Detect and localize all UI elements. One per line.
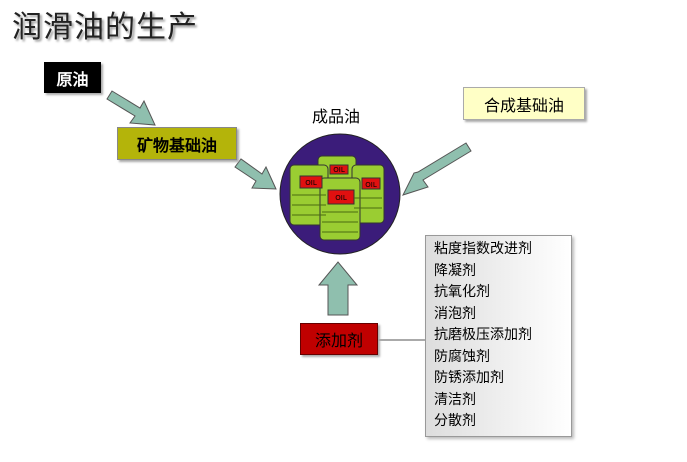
synthetic-base-oil-box: 合成基础油	[463, 87, 585, 120]
mineral-base-oil-box: 矿物基础油	[117, 127, 237, 160]
page-title: 润滑油的生产	[12, 10, 198, 45]
crude-oil-box: 原油	[44, 62, 101, 93]
list-item: 防腐蚀剂	[434, 348, 490, 365]
additive-list: 粘度指数改进剂 降凝剂 抗氧化剂 消泡剂 抗磨极压添加剂 防腐蚀剂 防锈添加剂 …	[425, 235, 572, 437]
arrow-additive-to-product	[317, 261, 359, 316]
arrow-mineral-to-product	[234, 158, 277, 190]
list-item: 防锈添加剂	[434, 370, 504, 386]
additive-box: 添加剂	[300, 323, 378, 355]
list-item: 抗氧化剂	[434, 284, 490, 300]
oil-barrels-icon	[289, 155, 385, 241]
barrel-label: OIL	[335, 194, 347, 202]
list-item: 分散剂	[434, 413, 476, 429]
list-item: 降凝剂	[434, 262, 476, 279]
barrel-label: OIL	[305, 179, 317, 187]
arrow-synthetic-to-product	[402, 142, 472, 196]
list-item: 粘度指数改进剂	[434, 241, 532, 257]
list-item: 抗磨极压添加剂	[434, 327, 532, 343]
barrel-label: OIL	[333, 166, 345, 174]
list-item: 消泡剂	[434, 305, 476, 322]
arrow-crude-to-mineral	[106, 90, 156, 126]
list-item: 清洁剂	[434, 391, 476, 408]
barrel-label: OIL	[365, 181, 377, 189]
finished-oil-label: 成品油	[312, 107, 361, 126]
